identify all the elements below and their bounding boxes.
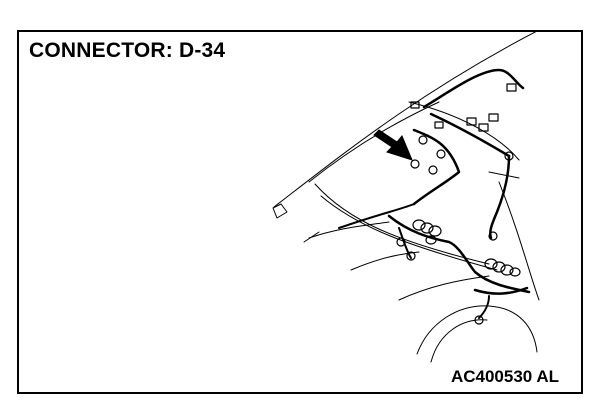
connector-upper-3 xyxy=(410,159,420,169)
lower-body-curve-2 xyxy=(430,319,488,363)
dash-line-3 xyxy=(398,275,490,301)
harness-bottom xyxy=(473,286,529,295)
figure-code: AC400530 AL xyxy=(450,367,559,386)
arrow-icon xyxy=(373,129,413,161)
harness-roof xyxy=(422,68,525,109)
connector-title: CONNECTOR: D-34 xyxy=(29,39,226,62)
connector-mid-1 xyxy=(396,237,406,247)
harness-mid xyxy=(338,203,415,229)
connector-bottom-1 xyxy=(474,315,484,325)
diagram-frame: CONNECTOR: D-34 xyxy=(17,30,583,394)
dash-line-1 xyxy=(308,221,390,239)
connector-mid-2 xyxy=(406,251,416,261)
connector-roof-6 xyxy=(410,101,420,109)
connector-cluster-center xyxy=(412,219,442,245)
connector-cluster-right xyxy=(484,258,521,277)
harness-upper xyxy=(412,128,461,206)
connector-right-1 xyxy=(504,151,514,161)
connector-roof-5 xyxy=(434,121,444,129)
roof-outline xyxy=(273,32,537,208)
connector-roof-1 xyxy=(506,83,517,92)
mirror-shape xyxy=(272,203,288,219)
connector-roof-4 xyxy=(466,117,477,126)
windshield-left-edge xyxy=(314,183,490,265)
lower-body-curve xyxy=(416,305,538,355)
harness-lower xyxy=(387,214,531,294)
connector-upper-2 xyxy=(436,149,446,159)
harness-tail xyxy=(478,295,490,319)
a-pillar-line xyxy=(308,101,440,183)
connector-roof-3 xyxy=(478,123,489,132)
small-leader-1 xyxy=(303,231,320,243)
harness-down xyxy=(398,227,412,259)
connector-roof-2 xyxy=(488,113,499,122)
harness-right-drop xyxy=(489,154,511,240)
connector-d34 xyxy=(418,135,428,145)
pillar-line-right xyxy=(488,171,520,179)
connector-right-2 xyxy=(488,231,498,241)
harness-roof-2 xyxy=(429,112,511,158)
connector-upper-4 xyxy=(428,165,438,175)
side-panel-line xyxy=(498,181,540,301)
vehicle-harness-illustration xyxy=(272,32,540,363)
